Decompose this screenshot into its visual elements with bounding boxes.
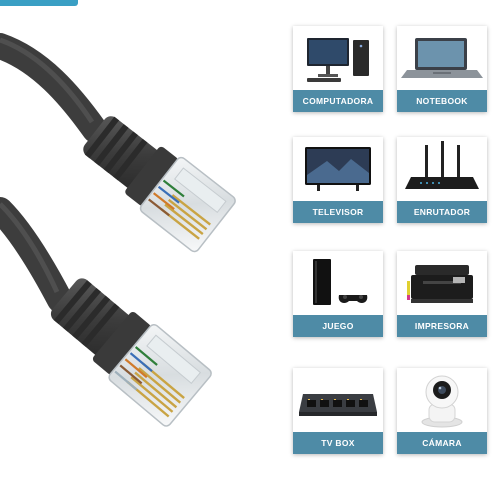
device-label: ENRUTADOR (397, 201, 487, 223)
device-card-impresora: IMPRESORA (397, 251, 487, 337)
security-camera-icon (421, 375, 463, 428)
television-icon (305, 147, 371, 191)
device-label: TV BOX (293, 432, 383, 454)
device-label: COMPUTADORA (293, 90, 383, 112)
device-label: TELEVISOR (293, 201, 383, 223)
device-label: NOTEBOOK (397, 90, 487, 112)
device-label: CÁMARA (397, 432, 487, 454)
device-card-tv-box: TV BOX (293, 368, 383, 454)
device-card-notebook: NOTEBOOK (397, 26, 487, 112)
laptop-icon (401, 38, 483, 78)
game-console-icon (313, 259, 368, 305)
device-card-enrutador: ENRUTADOR (397, 137, 487, 223)
ethernet-cable-rj45-icon (0, 33, 236, 427)
network-switch-icon (299, 394, 377, 416)
device-card-computadora: COMPUTADORA (293, 26, 383, 112)
device-card-juego: JUEGO (293, 251, 383, 337)
device-label: IMPRESORA (397, 315, 487, 337)
device-card-televisor: TELEVISOR (293, 137, 383, 223)
desktop-computer-icon (307, 38, 369, 82)
router-icon (405, 141, 479, 189)
top-accent-bar (0, 0, 78, 6)
device-label: JUEGO (293, 315, 383, 337)
device-card-camara: CÁMARA (397, 368, 487, 454)
printer-icon (407, 265, 473, 303)
